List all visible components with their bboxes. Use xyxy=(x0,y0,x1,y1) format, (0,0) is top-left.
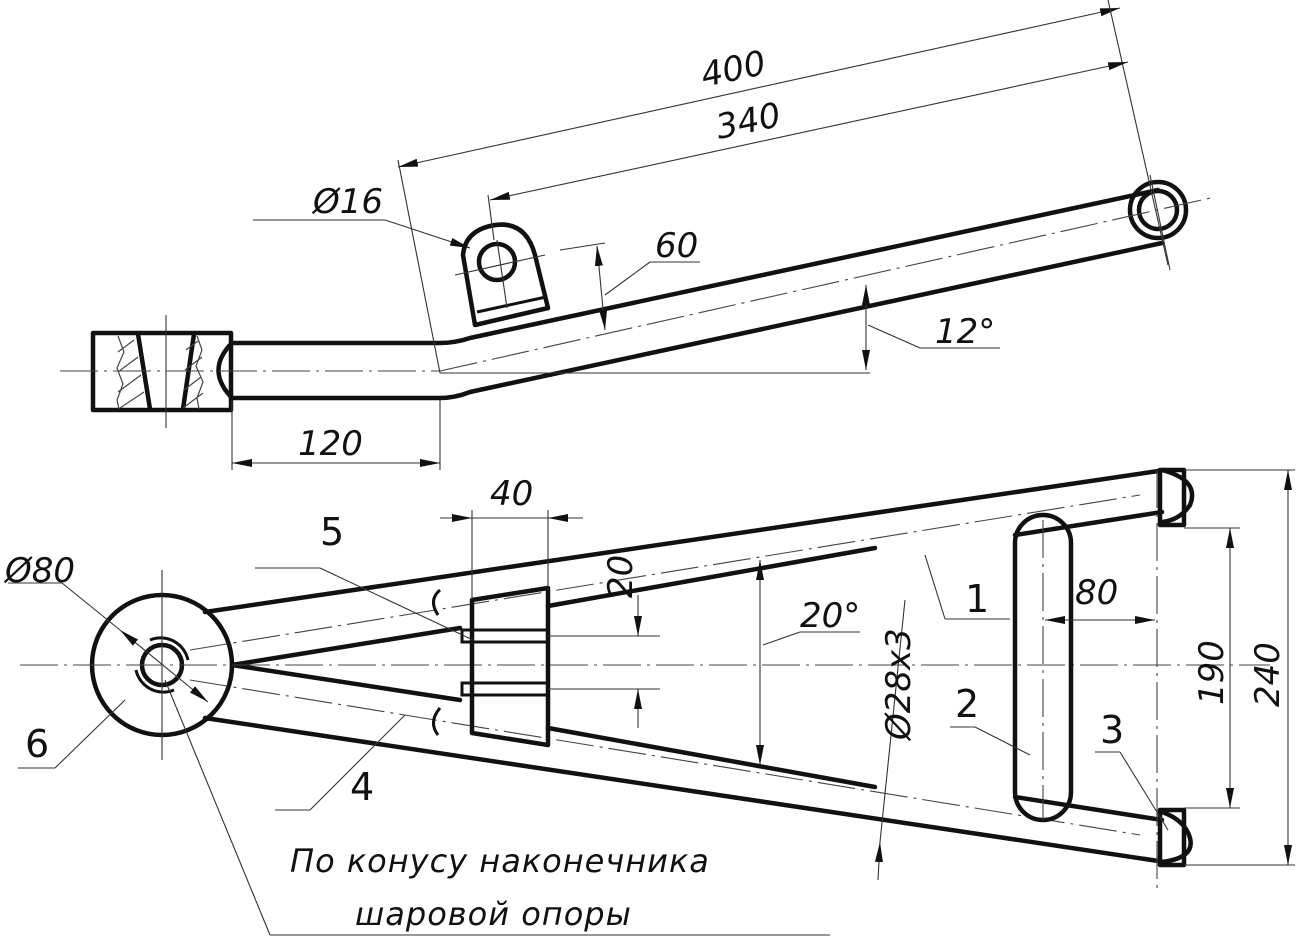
dim-240: 240 xyxy=(1248,642,1288,707)
note-line-1: По конусу наконечника xyxy=(290,842,710,880)
bent-tube-side xyxy=(60,174,1216,401)
dim-angle-12: 12° xyxy=(935,312,995,352)
dim-190: 190 xyxy=(1192,640,1232,705)
position-label-2: 2 xyxy=(955,682,979,726)
gusset-plate xyxy=(460,585,551,748)
dim-40: 40 xyxy=(490,474,533,514)
bracket-eye xyxy=(454,222,551,328)
position-label-6: 6 xyxy=(25,722,49,766)
position-label-4: 4 xyxy=(350,765,374,809)
plan-view: Ø80 40 20 20° Ø28x3 80 190 240 1 2 3 4 5… xyxy=(3,467,1295,936)
position-label-1: 1 xyxy=(965,577,989,621)
tube-end-inner xyxy=(1136,188,1180,232)
dim-80: 80 xyxy=(1075,573,1118,613)
arm-tubes xyxy=(20,467,1270,865)
dim-angle-20: 20° xyxy=(800,596,860,636)
position-label-5: 5 xyxy=(320,510,344,554)
position-label-3: 3 xyxy=(1100,708,1124,752)
dim-tube-size: Ø28x3 xyxy=(879,628,919,742)
dim-diameter-16: Ø16 xyxy=(311,182,383,222)
tube-end-outer xyxy=(1127,179,1189,241)
side-view: 400 340 Ø16 60 12° 120 xyxy=(60,0,1216,470)
end-lug-bottom xyxy=(1157,807,1187,868)
dim-20: 20 xyxy=(601,555,641,598)
note-line-2: шаровой опоры xyxy=(355,895,632,933)
dim-60: 60 xyxy=(655,226,698,266)
dim-diameter-80: Ø80 xyxy=(3,551,75,591)
side-dimensions xyxy=(231,0,1169,470)
dim-340: 340 xyxy=(712,95,784,148)
dim-120: 120 xyxy=(298,424,363,464)
crossbar xyxy=(1012,512,1074,823)
plan-dimensions xyxy=(8,469,1295,936)
end-lug-top xyxy=(1157,467,1187,528)
